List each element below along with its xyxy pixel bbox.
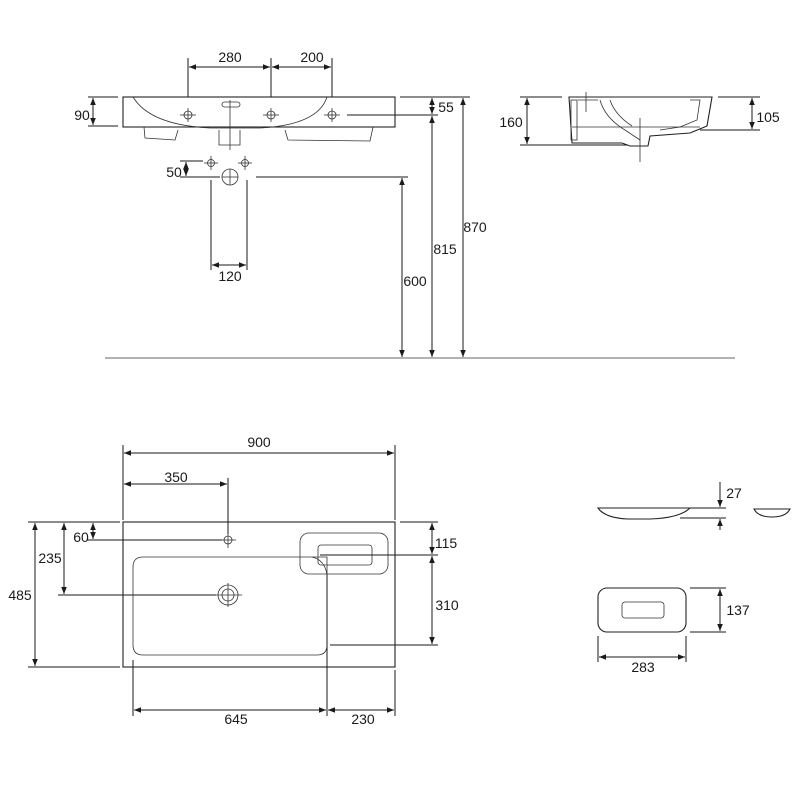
tray-side-profile — [596, 507, 692, 520]
wall-connections — [204, 156, 252, 270]
basin-side-outline — [568, 96, 713, 147]
tray-detail: 27 137 283 — [596, 482, 791, 675]
dim-90-label: 90 — [74, 107, 90, 123]
bracket-right — [284, 126, 374, 142]
dim-600-label: 600 — [403, 273, 427, 289]
dim-115-label: 115 — [435, 535, 458, 551]
dim-160-label: 160 — [499, 114, 523, 130]
bracket-left — [143, 126, 179, 141]
dim-50-label: 50 — [166, 164, 182, 180]
dim-310-label: 310 — [435, 597, 459, 613]
side-view: 160 105 — [499, 92, 780, 162]
tray-recess — [299, 532, 389, 575]
dim-280-label: 280 — [218, 49, 242, 65]
dim-200-label: 200 — [300, 49, 324, 65]
front-view: 280 200 90 55 870 815 600 50 120 — [74, 49, 735, 359]
dim-815-label: 815 — [433, 241, 457, 257]
dim-485-label: 485 — [8, 587, 32, 603]
bowl-curve — [132, 96, 328, 129]
dim-900-label: 900 — [247, 434, 271, 450]
dim-870-label: 870 — [463, 219, 487, 235]
plan-view: 900 350 60 235 485 115 310 645 230 — [8, 434, 459, 727]
tray-top-view — [597, 587, 687, 633]
overflow-slot — [221, 101, 241, 108]
tray-end-profile — [753, 508, 791, 518]
dim-235-label: 235 — [38, 550, 62, 566]
dim-120-label: 120 — [218, 268, 242, 284]
dim-27-label: 27 — [726, 485, 742, 501]
dim-137-label: 137 — [726, 602, 750, 618]
dim-283-label: 283 — [631, 659, 655, 675]
tap-holes — [180, 108, 340, 122]
dim-105-label: 105 — [756, 109, 780, 125]
dim-350-label: 350 — [164, 469, 188, 485]
basin-front-outline — [122, 96, 396, 128]
bowl-outline — [132, 556, 328, 656]
dim-60-label: 60 — [73, 529, 89, 545]
dim-55-label: 55 — [438, 99, 454, 115]
dim-230-label: 230 — [351, 711, 375, 727]
drain-outlet — [218, 130, 241, 146]
dim-645-label: 645 — [224, 711, 248, 727]
